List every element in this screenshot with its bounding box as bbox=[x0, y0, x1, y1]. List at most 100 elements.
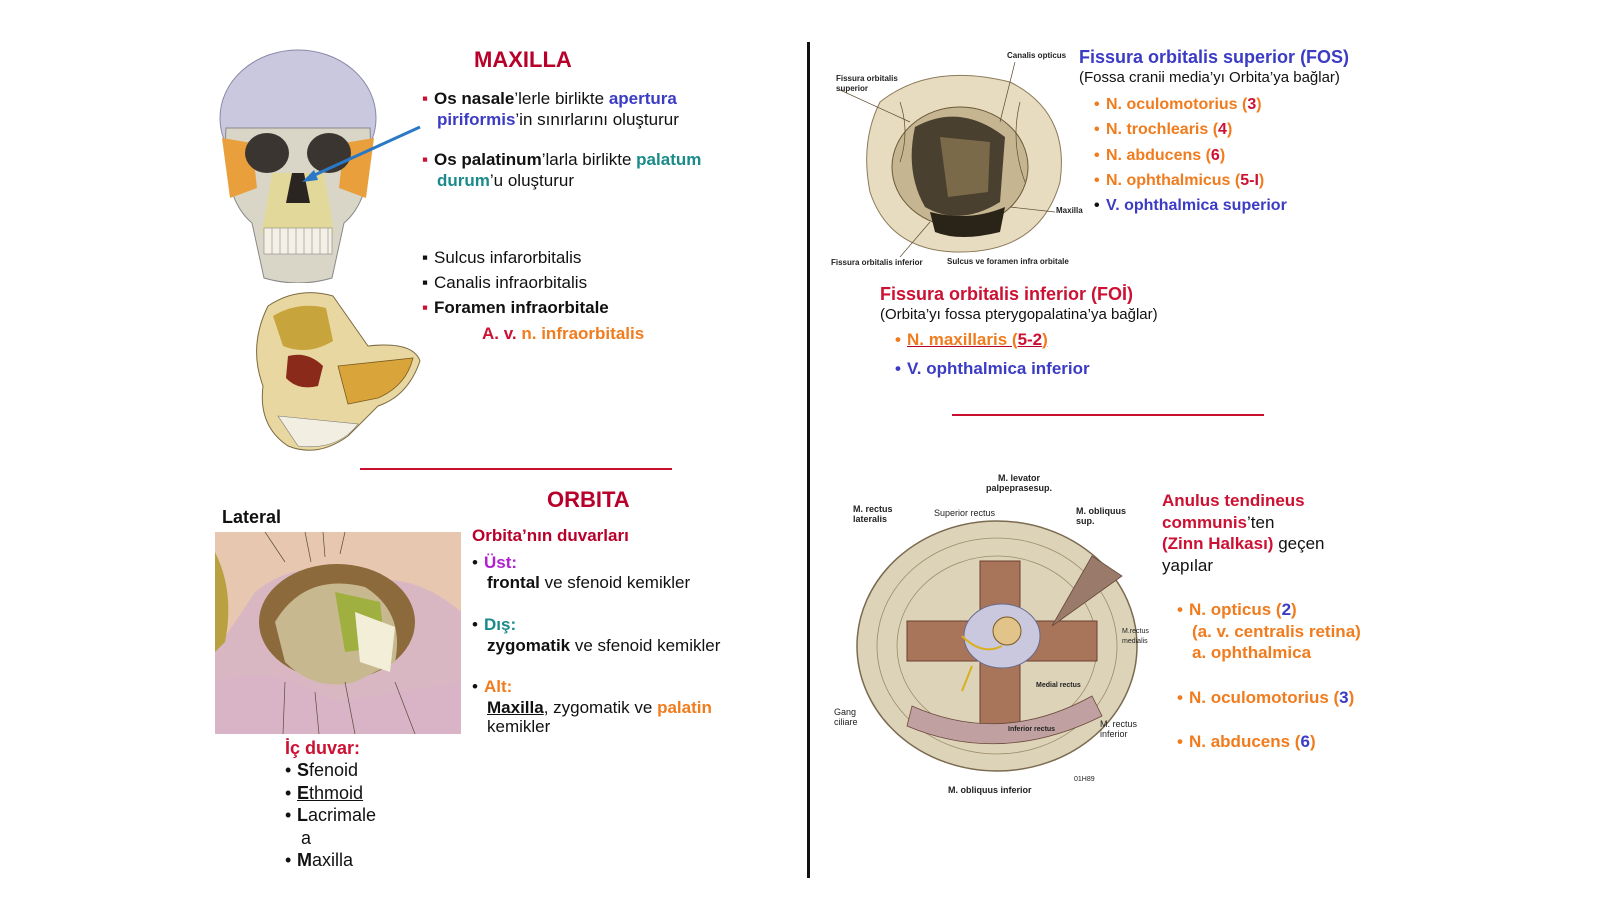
foi-title: Fissura orbitalis inferior (FOİ) bbox=[880, 284, 1134, 304]
orbita-fig-label: Lateral bbox=[222, 507, 282, 527]
ust-label: Üst: bbox=[484, 553, 518, 572]
bullet-marker: • bbox=[472, 615, 478, 634]
palatin-text: palatin bbox=[657, 698, 712, 717]
zygomatik-text: zygomatik bbox=[487, 636, 571, 655]
zinn-abd-end: ) bbox=[1309, 732, 1316, 751]
orbita-wall-alt: •Alt: bbox=[472, 676, 512, 697]
orbita-wall-ust: • Üst: bbox=[472, 552, 517, 573]
fos-oculo-name: N. oculomotorius ( bbox=[1106, 96, 1248, 113]
foi-item-maxillaris: •N. maxillaris (5-2) bbox=[895, 330, 1048, 349]
zinn-title-line3: (Zinn Halkası) bbox=[1162, 534, 1274, 554]
fos-fig-maxilla-label: Maxilla bbox=[1056, 206, 1083, 215]
zinn-fig-gang-line1: Gang bbox=[834, 707, 857, 717]
fos-fig-foi-label: Fissura orbitalis inferior bbox=[831, 258, 923, 267]
zinn-title-line4: yapılar bbox=[1162, 556, 1214, 576]
fos-abd-num: 6 bbox=[1210, 146, 1220, 164]
ic-item-sfenoid: •Sfenoid bbox=[285, 760, 359, 780]
ic-duvar-label: İç duvar: bbox=[285, 738, 361, 758]
bullet-marker: • bbox=[472, 553, 478, 572]
ic-maxilla-initial: M bbox=[297, 850, 312, 870]
bullet-marker: • bbox=[472, 677, 478, 696]
zinn-fig-rlat-line2: lateralis bbox=[853, 514, 888, 524]
av-text: A. v. bbox=[482, 324, 522, 343]
zinn-opticus-sub2: a. ophthalmica bbox=[1192, 643, 1312, 662]
dis-rest-text: ve sfenoid kemikler bbox=[570, 636, 721, 655]
zinn-fig-levator-line1: M. levator bbox=[998, 473, 1041, 483]
bullet-marker: ▪ bbox=[422, 248, 429, 267]
foi-maxillaris-num: 5-2 bbox=[1017, 330, 1043, 349]
zinn-fig-levator-label: M. levator palpeprasesup. bbox=[986, 473, 1052, 493]
zinn-fig-rectus-lateralis-label: M. rectus lateralis bbox=[853, 504, 893, 524]
ic-item-lacrimale: •Lacrimale bbox=[285, 805, 377, 825]
nasale-text-5: ’in sınırlarını oluşturur bbox=[515, 110, 679, 129]
foi-vein-text: V. ophthalmica inferior bbox=[907, 359, 1090, 378]
fos-vein-text: V. ophthalmica superior bbox=[1106, 197, 1287, 215]
ic-item-ethmoid: •Ethmoid bbox=[285, 782, 364, 803]
fos-title: Fissura orbitalis superior (FOS) bbox=[1079, 47, 1350, 67]
ic-item-a: a bbox=[285, 827, 376, 850]
zinn-item-opticus: •N. opticus (2) (a. v. centralis retina)… bbox=[1177, 600, 1361, 662]
foi-subtitle: (Orbita’yı fossa pterygopalatina’ya bağl… bbox=[880, 306, 1158, 323]
fos-troch-num: 4 bbox=[1218, 121, 1227, 139]
zinn-title-line2-rest: ’ten bbox=[1247, 512, 1275, 532]
orbita-wall-alt-desc: Maxilla, zygomatik ve palatin bbox=[487, 697, 712, 718]
zinn-fig-rlat-line1: M. rectus bbox=[853, 504, 893, 514]
frontal-text: frontal bbox=[487, 573, 540, 592]
bullet-marker: ▪ bbox=[422, 298, 429, 317]
apertura-text: apertura bbox=[608, 89, 677, 108]
fos-orbit-figure bbox=[840, 62, 1062, 258]
zinn-fig-inferior-rectus-label: Inferior rectus bbox=[1008, 726, 1056, 733]
zinn-opticus-sub1: (a. v. centralis retina) bbox=[1192, 621, 1361, 641]
fos-item-abducens: •N. abducens (6) bbox=[1094, 146, 1226, 164]
fos-list: •N. oculomotorius (3) •N. trochlearis (4… bbox=[1094, 92, 1287, 218]
zinn-fig-superior-rectus-label: Superior rectus bbox=[934, 508, 996, 518]
fissura-divider bbox=[952, 414, 1264, 416]
durum-text: durum bbox=[437, 171, 490, 190]
orbita-wall-alt-desc2: kemikler bbox=[487, 717, 551, 736]
zinn-fig-obl-line1: M. obliquus bbox=[1076, 506, 1126, 516]
zinn-abd-num: 6 bbox=[1300, 732, 1310, 751]
ic-maxilla-rest: axilla bbox=[312, 850, 354, 870]
zinn-fig-rectus-inferior-label: M. rectus inferior bbox=[1100, 719, 1137, 739]
ic-lacrimale-rest: acrimale bbox=[308, 805, 377, 825]
ic-sfenoid-rest: fenoid bbox=[309, 760, 359, 780]
fos-subtitle: (Fossa cranii media’yı Orbita’ya bağlar) bbox=[1079, 69, 1340, 86]
zinn-opticus-end: ) bbox=[1291, 600, 1297, 619]
zinn-ocul-end: ) bbox=[1348, 688, 1355, 707]
maxilla-list-item-canalis: ▪Canalis infraorbitalis bbox=[422, 272, 587, 293]
orbita-title: ORBITA bbox=[547, 487, 630, 512]
canalis-text: Canalis infraorbitalis bbox=[434, 273, 588, 292]
maxilla-text: Maxilla bbox=[487, 698, 544, 717]
orbita-lateral-figure bbox=[215, 532, 461, 734]
fos-fig-canalis-label: Canalis opticus bbox=[1007, 51, 1067, 60]
fos-troch-end: ) bbox=[1226, 121, 1233, 139]
zinn-fig-gang-line2: ciliare bbox=[834, 717, 858, 727]
maxilla-title: MAXILLA bbox=[474, 47, 572, 72]
maxilla-pointer-arrow bbox=[302, 125, 421, 182]
fos-oph-num: 5-I bbox=[1240, 171, 1259, 189]
fos-item-trochlearis: •N. trochlearis (4) bbox=[1094, 121, 1233, 139]
maxilla-bullet-palatinum: ▪Os palatinum’larla birlikte palatum bbox=[422, 149, 701, 170]
zinn-fig-number-label: 01H89 bbox=[1074, 776, 1095, 783]
sulcus-text: Sulcus infarorbitalis bbox=[434, 248, 582, 267]
palatum-text: palatum bbox=[636, 150, 702, 169]
zinn-ocul-num: 3 bbox=[1339, 688, 1349, 707]
zinn-item-abducens: •N. abducens (6) bbox=[1177, 732, 1316, 751]
fos-oph-end: ) bbox=[1258, 171, 1265, 189]
maxilla-bullet-palatinum-line2: durum’u oluşturur bbox=[437, 170, 574, 191]
ic-lacrimale-initial: L bbox=[297, 805, 308, 825]
zinn-title-line3-rest: geçen bbox=[1273, 534, 1325, 554]
ic-item-maxilla: •Maxilla bbox=[285, 850, 354, 870]
zinn-fig-gang-label: Gang ciliare bbox=[834, 707, 858, 727]
piriformis-text: piriformis bbox=[437, 110, 516, 129]
orbita-wall-dis: •Dış: bbox=[472, 614, 516, 635]
foramen-text: Foramen infraorbitale bbox=[434, 298, 609, 317]
zinn-item-oculomotorius: •N. oculomotorius (3) bbox=[1177, 688, 1355, 707]
zinn-title-line1: Anulus tendineus bbox=[1162, 491, 1305, 510]
zinn-abd-name: N. abducens ( bbox=[1189, 732, 1301, 751]
foi-maxillaris-name: N. maxillaris ( bbox=[907, 330, 1018, 349]
fos-troch-name: N. trochlearis ( bbox=[1106, 121, 1219, 139]
zinn-title-line2: communis bbox=[1162, 512, 1248, 532]
fos-fig-sulcus-label: Sulcus ve foramen infra orbitale bbox=[947, 257, 1069, 266]
maxilla-list-item-foramen: ▪ Foramen infraorbitale bbox=[422, 297, 609, 318]
